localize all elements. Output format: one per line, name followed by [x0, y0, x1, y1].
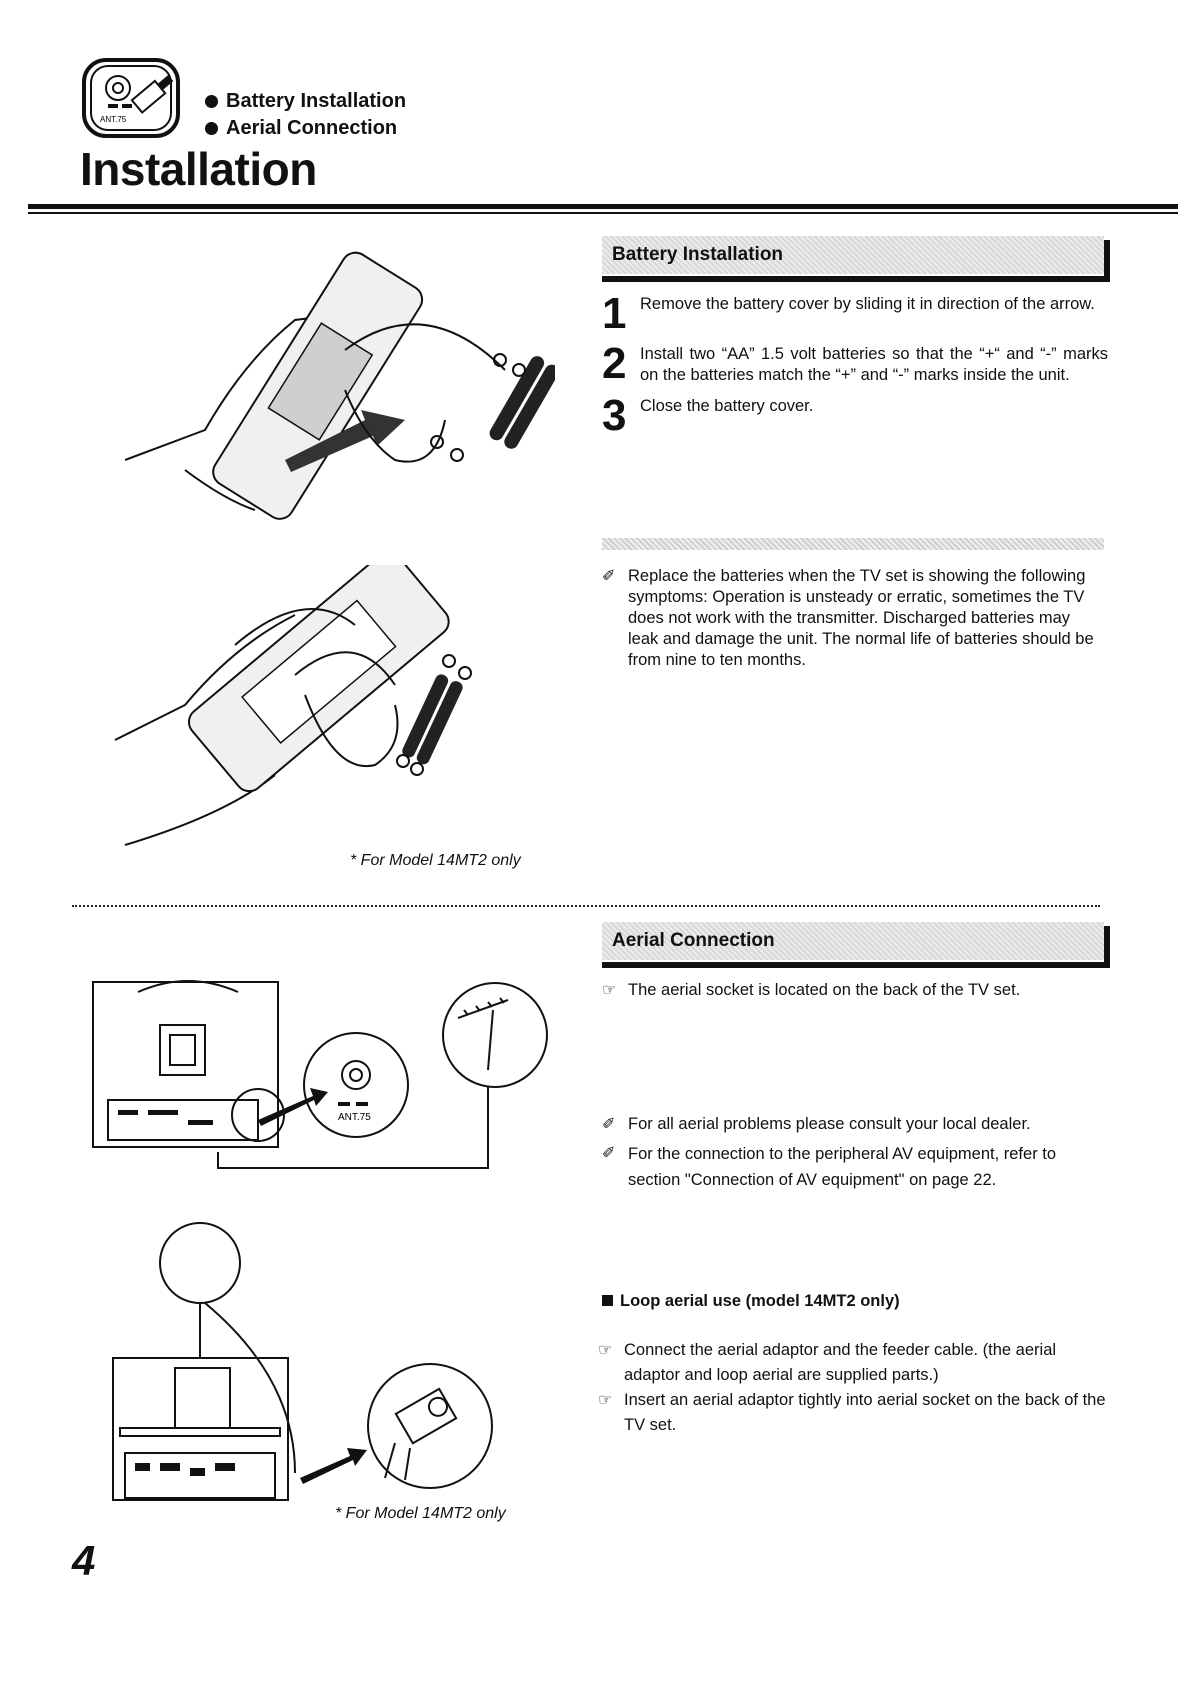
aerial-note-item: ✐ For the connection to the peripheral A… — [602, 1141, 1108, 1193]
battery-heading-text: Battery Installation — [612, 244, 784, 265]
header-rule-thin — [28, 212, 1178, 214]
pencil-icon: ✐ — [602, 1116, 616, 1133]
battery-note-text: Replace the batteries when the TV set is… — [628, 567, 1094, 669]
page-number: 4 — [72, 1537, 96, 1584]
header-rule — [28, 204, 1178, 209]
remote-close-illustration — [105, 551, 525, 870]
topic-aerial: Aerial Connection — [226, 117, 398, 139]
aerial-note-item: ✐ For all aerial problems please consult… — [602, 1115, 1031, 1133]
pencil-icon: ✐ — [602, 1145, 616, 1162]
step-text: Install two “AA” 1.5 volt batteries so t… — [640, 345, 1108, 384]
remote-open-illustration — [115, 250, 559, 555]
aerial-heading-text: Aerial Connection — [612, 930, 775, 951]
battery-model-caption: * For Model 14MT2 only — [350, 852, 521, 869]
pointing-hand-icon: ☞ — [602, 982, 617, 999]
battery-section-heading: Battery Installation — [602, 236, 1110, 282]
loop-instruction-item: ☞ Connect the aerial adaptor and the fee… — [598, 1338, 1108, 1388]
aerial-section-heading: Aerial Connection — [602, 922, 1110, 968]
note-divider — [602, 538, 1104, 550]
header-topics: Battery Installation Aerial Connection — [205, 88, 406, 142]
step-text: Remove the battery cover by sliding it i… — [640, 295, 1095, 313]
step-item: 2 Install two “AA” 1.5 volt batteries so… — [602, 339, 1108, 388]
pencil-icon: ✐ — [602, 568, 616, 585]
tv-back-loop-aerial-illustration — [105, 1218, 525, 1513]
loop-instruction-item: ☞ Insert an aerial adaptor tightly into … — [598, 1388, 1108, 1438]
installation-section-icon: ANT.75 — [82, 58, 190, 140]
aerial-model-caption: * For Model 14MT2 only — [335, 1505, 506, 1522]
step-item: 1 Remove the battery cover by sliding it… — [602, 292, 1108, 336]
pointing-hand-icon: ☞ — [598, 1342, 613, 1359]
step-item: 3 Close the battery cover. — [602, 394, 1108, 438]
topic-battery: Battery Installation — [226, 90, 407, 112]
svg-text:ANT.75: ANT.75 — [100, 115, 127, 124]
battery-steps: 1 Remove the battery cover by sliding it… — [602, 292, 1108, 438]
loop-aerial-heading: Loop aerial use (model 14MT2 only) — [602, 1292, 900, 1311]
section-divider — [72, 905, 1100, 907]
tv-back-aerial-illustration: ANT.75 — [88, 970, 568, 1175]
aerial-notes: ✐ For all aerial problems please consult… — [602, 1114, 1108, 1193]
page-title: Installation — [80, 143, 317, 195]
pointing-hand-icon: ☞ — [598, 1392, 613, 1409]
aerial-pointer-note: ☞ The aerial socket is located on the ba… — [602, 981, 1021, 999]
battery-note: ✐ Replace the batteries when the TV set … — [602, 566, 1102, 671]
step-text: Close the battery cover. — [640, 397, 814, 415]
svg-text:ANT.75: ANT.75 — [338, 1112, 371, 1123]
loop-aerial-instructions: ☞ Connect the aerial adaptor and the fee… — [598, 1338, 1108, 1438]
